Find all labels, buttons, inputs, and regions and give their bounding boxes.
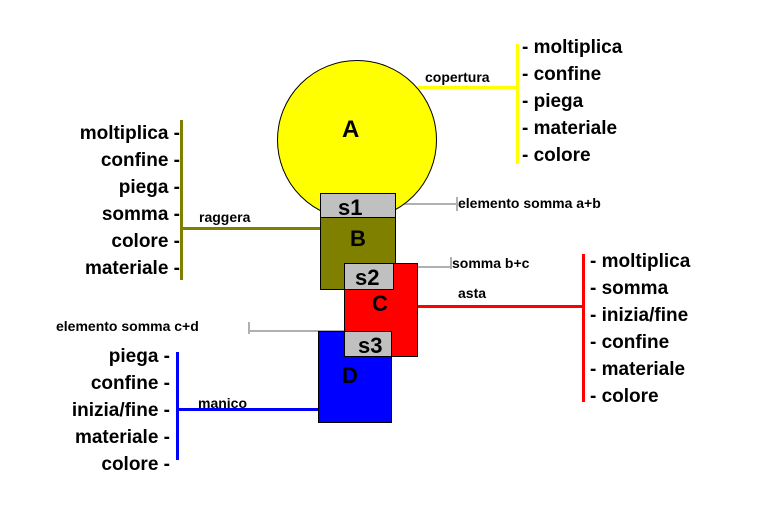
- list-item: - moltiplica: [522, 37, 623, 58]
- sum-element-s3: [344, 331, 392, 357]
- s2-connector: [394, 266, 452, 268]
- label-raggera: raggera: [199, 209, 251, 225]
- label-C: C: [372, 291, 388, 316]
- copertura-bracket: [516, 44, 519, 164]
- sum-element-s1: [320, 193, 396, 218]
- asta-connector: [418, 305, 584, 308]
- label-s2: s2: [355, 265, 380, 290]
- manico-bracket: [176, 352, 179, 460]
- label-somma-bc: somma b+c: [452, 255, 530, 271]
- list-item: colore -: [111, 231, 180, 252]
- list-item: colore -: [101, 454, 170, 475]
- raggera-attribute-list: moltiplica - confine - piega - somma - c…: [40, 120, 180, 282]
- raggera-bracket: [180, 120, 183, 280]
- asta-attribute-list: - moltiplica - somma - inizia/fine - con…: [590, 248, 690, 410]
- label-elemento-somma-cd: elemento somma c+d: [56, 318, 199, 334]
- list-item: somma -: [101, 204, 180, 225]
- list-item: confine -: [100, 150, 180, 171]
- list-item: inizia/fine -: [71, 400, 170, 421]
- list-item: - piega: [522, 91, 584, 112]
- manico-connector: [178, 408, 320, 411]
- label-B: B: [350, 226, 366, 251]
- list-item: - materiale: [522, 118, 618, 139]
- s2-connector-tick: [450, 257, 452, 269]
- list-item: piega -: [118, 177, 180, 198]
- list-item: - inizia/fine: [590, 305, 689, 326]
- list-item: - confine: [590, 332, 670, 353]
- list-item: confine -: [90, 373, 170, 394]
- list-item: - somma: [590, 278, 669, 299]
- list-item: - confine: [522, 64, 602, 85]
- label-s1: s1: [338, 195, 363, 220]
- s3-connector-tick: [248, 322, 250, 334]
- raggera-connector: [182, 227, 322, 230]
- list-item: piega -: [108, 346, 170, 367]
- label-s3: s3: [358, 333, 383, 358]
- label-elemento-somma-ab: elemento somma a+b: [458, 195, 601, 211]
- label-manico: manico: [198, 395, 248, 411]
- list-item: - materiale: [590, 359, 686, 380]
- sum-element-s2: [344, 263, 394, 290]
- list-item: - colore: [522, 145, 591, 166]
- s1-connector-tick: [456, 197, 458, 211]
- list-item: moltiplica -: [79, 123, 180, 144]
- asta-bracket: [582, 254, 585, 402]
- manico-attribute-list: piega - confine - inizia/fine - material…: [30, 343, 170, 478]
- list-item: - colore: [590, 386, 659, 407]
- copertura-connector: [418, 86, 518, 89]
- label-asta: asta: [458, 285, 487, 301]
- list-item: materiale -: [74, 427, 170, 448]
- s1-connector: [396, 203, 458, 205]
- list-item: - moltiplica: [590, 251, 691, 272]
- label-A: A: [342, 116, 360, 143]
- copertura-attribute-list: - moltiplica - confine - piega - materia…: [522, 34, 622, 169]
- list-item: materiale -: [84, 258, 180, 279]
- s3-connector: [248, 330, 346, 332]
- label-D: D: [342, 363, 358, 388]
- label-copertura: copertura: [425, 69, 490, 85]
